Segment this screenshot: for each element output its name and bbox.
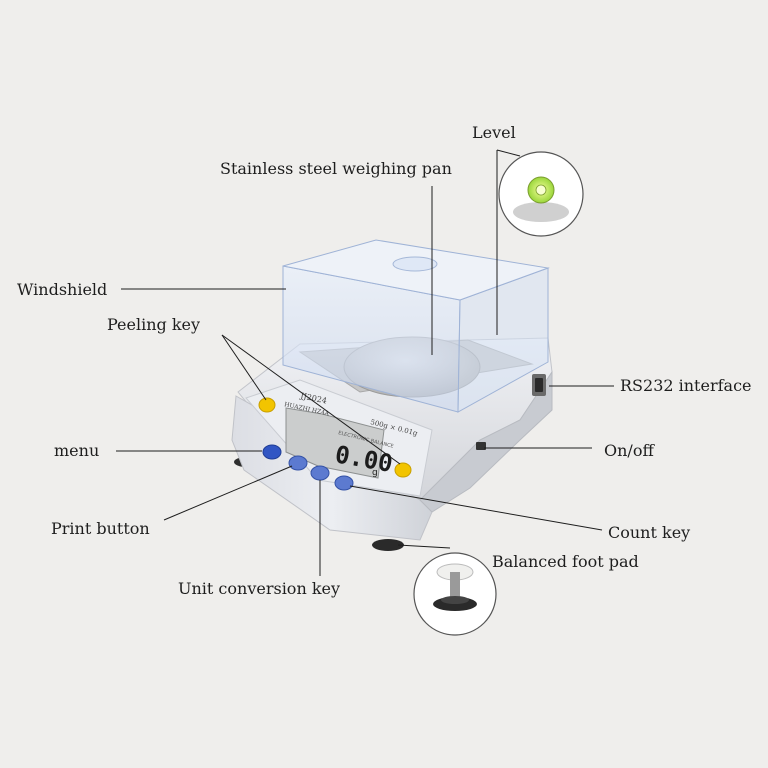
foot-pad-front (372, 539, 404, 551)
leader-level-inset (496, 149, 521, 157)
leader-count (349, 485, 603, 531)
leader-lines (116, 149, 614, 576)
leader-peeling-key-right (221, 334, 401, 465)
label-level: Level (472, 123, 516, 142)
peeling-key-left[interactable] (258, 397, 276, 413)
label-peeling-key: Peeling key (107, 315, 200, 334)
label-print: Print button (51, 519, 150, 538)
windshield (282, 239, 550, 413)
power-switch (476, 442, 486, 450)
callout-labels: Level Stainless steel weighing pan Winds… (17, 123, 752, 598)
label-unit: Unit conversion key (178, 579, 340, 598)
label-menu: menu (54, 441, 99, 460)
base-side (419, 370, 553, 513)
lcd-screen (285, 407, 385, 479)
count-key[interactable] (334, 475, 354, 491)
label-windshield: Windshield (17, 280, 107, 299)
electronic-balance: JJ2024 HUAZHI HZ4A 500g × 0.01g ELECTRON… (231, 239, 553, 551)
label-foot-pad: Balanced foot pad (492, 552, 639, 571)
label-onoff: On/off (604, 441, 655, 460)
level-inset (498, 151, 584, 237)
foot-pad-inset (413, 552, 497, 636)
label-pan: Stainless steel weighing pan (220, 159, 452, 178)
leader-foot-pad (397, 544, 451, 549)
print-key[interactable] (288, 455, 308, 471)
display-unit: g (372, 468, 378, 478)
label-count: Count key (608, 523, 690, 542)
leader-print (163, 465, 293, 521)
windshield-lid-knob (392, 256, 438, 272)
peeling-key-right[interactable] (394, 462, 412, 478)
leader-peeling-key-left (221, 334, 267, 401)
unit-conversion-key[interactable] (310, 465, 330, 481)
menu-key[interactable] (262, 444, 282, 460)
rs232-port-inner (535, 378, 543, 392)
label-rs232: RS232 interface (620, 376, 752, 395)
